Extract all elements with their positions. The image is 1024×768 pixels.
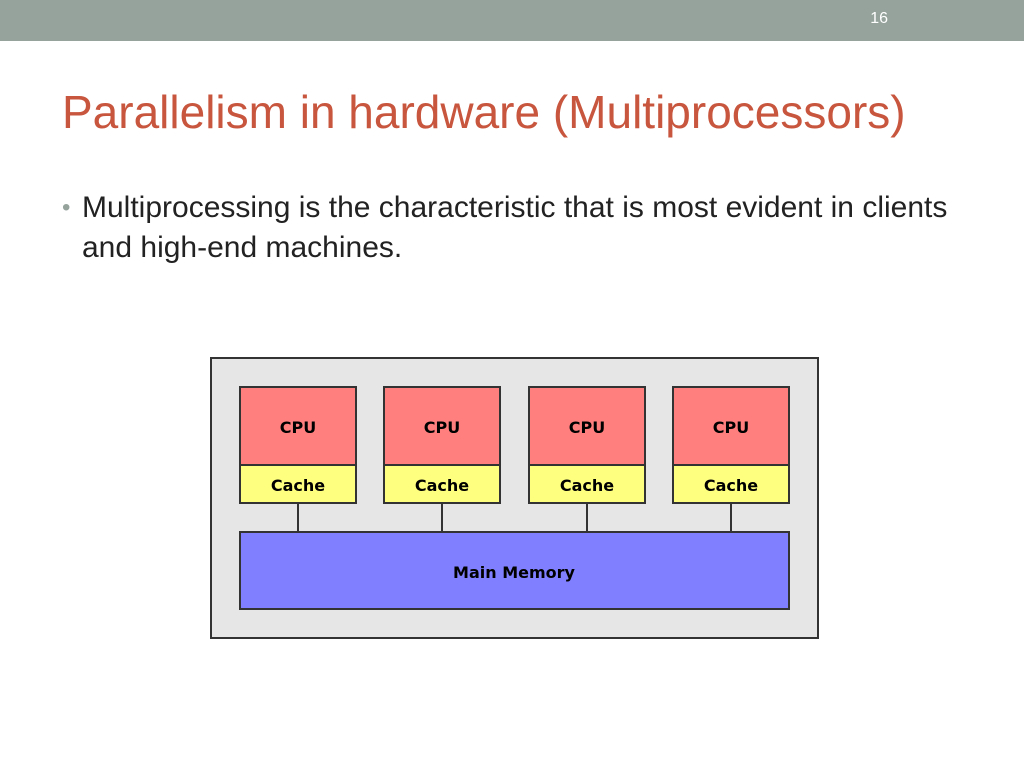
cpu-label: CPU: [280, 418, 316, 437]
cache-box: [383, 464, 501, 504]
cache-label: Cache: [704, 476, 758, 495]
bullet-dot-icon: •: [62, 194, 71, 221]
cpu-box: [239, 386, 357, 466]
slide-number: 16: [870, 10, 888, 27]
cpu-label: CPU: [424, 418, 460, 437]
main-memory-box: [239, 531, 790, 610]
cpu-box: [383, 386, 501, 466]
cache-label: Cache: [415, 476, 469, 495]
main-memory-label: Main Memory: [453, 563, 575, 582]
multiprocessor-diagram: CPU Cache CPU Cache CPU Cache CPU Cache …: [210, 357, 820, 640]
top-bar: 16: [0, 0, 1024, 41]
cpu-label: CPU: [569, 418, 605, 437]
cache-box: [672, 464, 790, 504]
cache-box: [528, 464, 646, 504]
cpu-label: CPU: [713, 418, 749, 437]
bullet-item: • Multiprocessing is the characteristic …: [62, 188, 982, 268]
cpu-box: [672, 386, 790, 466]
bullet-text: Multiprocessing is the characteristic th…: [82, 191, 948, 264]
cache-label: Cache: [560, 476, 614, 495]
cache-box: [239, 464, 357, 504]
bullet-list: • Multiprocessing is the characteristic …: [62, 188, 982, 268]
diagram-svg: CPU Cache CPU Cache CPU Cache CPU Cache …: [210, 357, 819, 639]
cache-label: Cache: [271, 476, 325, 495]
slide-title: Parallelism in hardware (Multiprocessors…: [62, 86, 906, 138]
